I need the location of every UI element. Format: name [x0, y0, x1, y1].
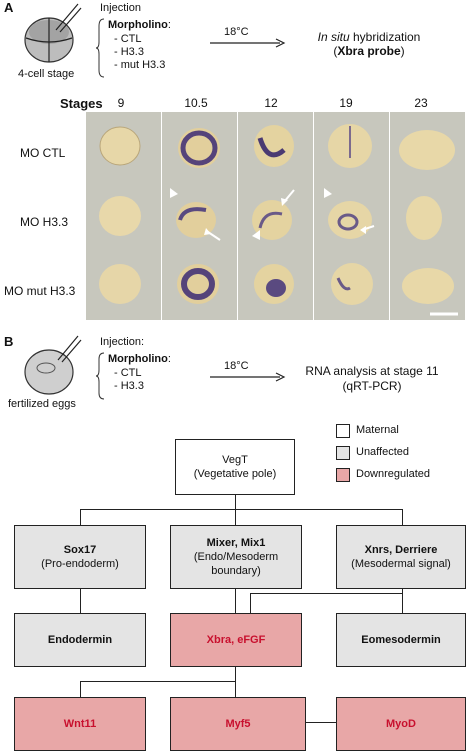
morpholino-colon-b: :: [167, 353, 171, 365]
legend-label-unaffected: Unaffected: [356, 446, 410, 458]
mo-item-ctl-a: - CTL: [114, 33, 142, 45]
arrow-a-icon: [210, 38, 286, 48]
row-label-mo-ctl: MO CTL: [20, 146, 66, 160]
stage-19: 19: [339, 96, 353, 110]
photo-mut-19: [314, 248, 389, 320]
photo-h33-23: [390, 180, 465, 252]
mixer-title: Mixer, Mix1: [206, 537, 266, 549]
morpholino-word-b: Morpholino: [108, 353, 168, 365]
xnrs-title: Xnrs, Derriere: [364, 544, 438, 556]
photo-mut-9: [86, 248, 161, 320]
photo-ctl-23: [390, 112, 465, 184]
brace-b: [96, 352, 105, 400]
legend-swatch-maternal: [336, 424, 350, 438]
outcome-b-line2: (qRT-PCR): [342, 379, 402, 393]
morpholino-label-b: Morpholino:: [108, 353, 171, 366]
arrow-b-icon: [210, 372, 286, 382]
line-sox17-endodermin: [80, 589, 81, 613]
stage-23: 23: [414, 96, 428, 110]
temperature-b: 18°C: [224, 360, 249, 372]
photo-h33-19: [314, 180, 389, 252]
morpholino-word-a: Morpholino: [108, 19, 168, 31]
line-to-sox17: [80, 509, 81, 525]
injection-title-a: Injection: [100, 2, 141, 14]
line-xnrs-branch: [250, 593, 402, 594]
legend-label-downregulated: Downregulated: [356, 468, 430, 480]
injection-title-b: Injection:: [100, 336, 145, 348]
box-xbra: Xbra, eFGF: [170, 613, 302, 667]
mo-item-ctl-b: - CTL: [114, 367, 142, 379]
mixer-sub1: (Endo/Mesoderm: [193, 551, 279, 563]
photo-h33-12: [238, 180, 313, 252]
photo-ctl-10-5: [162, 112, 237, 184]
box-myf5: Myf5: [170, 697, 306, 751]
stages-label: Stages: [60, 96, 103, 111]
four-cell-embryo-icon: [24, 3, 82, 63]
temperature-a: 18°C: [224, 26, 249, 38]
mo-item-mut-a: - mut H3.3: [114, 59, 166, 71]
embryo-photo-grid: [86, 112, 465, 320]
line-xnrs-eomes: [402, 589, 403, 613]
line-vegt-down: [235, 495, 236, 509]
photo-ctl-19: [314, 112, 389, 184]
outcome-italic-a: In situ: [317, 30, 350, 44]
outcome-rest-a: hybridization: [349, 30, 421, 44]
stage-12: 12: [264, 96, 278, 110]
sox17-sub: (Pro-endoderm): [41, 558, 119, 570]
box-wnt11: Wnt11: [14, 697, 146, 751]
line-to-xnrs: [402, 509, 403, 525]
xnrs-sub: (Mesodermal signal): [351, 558, 451, 570]
vegt-title: VegT: [222, 454, 248, 466]
mixer-sub2: boundary): [211, 565, 261, 577]
photo-ctl-9: [86, 112, 161, 184]
row-label-mo-mut: MO mut H3.3: [4, 284, 76, 298]
line-branch-xbra: [250, 593, 251, 613]
box-eomesodermin: Eomesodermin: [336, 613, 466, 667]
panel-b-label: B: [4, 334, 14, 349]
box-myod: MyoD: [336, 697, 466, 751]
four-cell-caption: 4-cell stage: [18, 68, 75, 80]
mo-item-h33-a: - H3.3: [114, 46, 144, 58]
photo-mut-23: [390, 248, 465, 320]
photo-mut-10-5: [162, 248, 237, 320]
box-endodermin: Endodermin: [14, 613, 146, 667]
legend-label-maternal: Maternal: [356, 424, 399, 436]
mo-item-h33-b: - H3.3: [114, 380, 144, 392]
sox17-title: Sox17: [63, 544, 97, 556]
line-mixer-xbra: [235, 589, 236, 613]
legend-swatch-unaffected: [336, 446, 350, 460]
box-mixer: Mixer, Mix1 (Endo/Mesoderm boundary): [170, 525, 302, 589]
fertilized-caption: fertilized eggs: [8, 398, 76, 410]
photo-h33-10-5: [162, 180, 237, 252]
photo-h33-9: [86, 180, 161, 252]
outcome-b: RNA analysis at stage 11 (qRT-PCR): [282, 364, 462, 394]
line-level1: [80, 509, 402, 510]
box-xnrs: Xnrs, Derriere (Mesodermal signal): [336, 525, 466, 589]
outcome-a: In situ hybridization (Xbra probe): [294, 30, 444, 58]
morpholino-colon-a: :: [167, 19, 171, 31]
morpholino-label-a: Morpholino:: [108, 19, 171, 32]
probe-name: Xbra probe: [337, 44, 401, 58]
panel-a-label: A: [4, 0, 14, 15]
probe-open: (: [333, 44, 338, 58]
line-to-wnt11: [80, 681, 81, 697]
outcome-b-line1: RNA analysis at stage 11: [305, 364, 439, 378]
box-vegt: VegT (Vegetative pole): [175, 439, 295, 495]
photo-ctl-12: [238, 112, 313, 184]
stage-10-5: 10.5: [184, 96, 208, 110]
fertilized-egg-icon: [24, 335, 82, 395]
line-xbra-down: [235, 667, 236, 681]
line-myf5-myod: [306, 722, 336, 723]
box-sox17: Sox17 (Pro-endoderm): [14, 525, 146, 589]
line-level3: [80, 681, 235, 682]
line-to-mixer: [235, 509, 236, 525]
photo-mut-12: [238, 248, 313, 320]
probe-close: ): [400, 44, 405, 58]
stage-9: 9: [117, 96, 125, 110]
legend-swatch-downregulated: [336, 468, 350, 482]
brace-a: [96, 18, 105, 78]
line-to-myf5: [235, 681, 236, 697]
vegt-sub: (Vegetative pole): [193, 468, 277, 480]
row-label-mo-h33: MO H3.3: [20, 215, 69, 229]
